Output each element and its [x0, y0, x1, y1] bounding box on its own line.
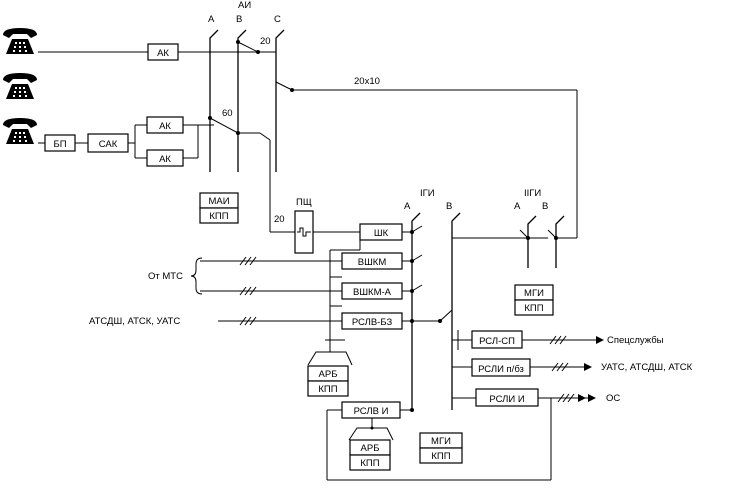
- label-num-20-psh: 20: [274, 214, 285, 225]
- label-iigi: IIГИ: [524, 188, 541, 199]
- label-num-20-top: 20: [260, 36, 271, 47]
- rslv-bz-box-label: РСЛВ-БЗ: [352, 317, 393, 328]
- pshch-block: [294, 210, 314, 254]
- arb-box-2: АРБ КПП: [349, 439, 391, 471]
- mai-box-label: МАИ: [208, 196, 229, 207]
- rslv-i-box-label: РСЛВ И: [354, 406, 389, 417]
- shk-box-label: ШК: [374, 228, 389, 239]
- rsl-sp-box: РСЛ-СП: [471, 330, 523, 349]
- label-ot-mts: От МТС: [148, 271, 183, 282]
- mgi-right-label: МГИ: [524, 288, 544, 299]
- rslv-bz-box: РСЛВ-БЗ: [341, 312, 403, 330]
- rsli-pbz-box: РСЛИ п/бз: [471, 358, 531, 377]
- arb-1-label: АРБ: [319, 369, 338, 380]
- arb-box-1: АРБ КПП: [307, 365, 349, 397]
- label-atsdsh: АТСДШ, АТСК, УАТС: [89, 316, 180, 327]
- ak-box-3-label: АК: [159, 154, 171, 165]
- ak-box-1-label: АК: [157, 48, 169, 59]
- label-iigi-b: В: [542, 201, 548, 212]
- vshkm-a-box-label: ВШКМ-А: [353, 287, 392, 298]
- kpp-mai-label: КПП: [209, 211, 228, 222]
- telephone-icon-1: [3, 28, 37, 54]
- sak-box-label: САК: [99, 139, 118, 150]
- mgi-box-bottom: МГИ КПП: [419, 432, 463, 464]
- bp-box-label: БП: [53, 139, 66, 150]
- mgi-box-right: МГИ КПП: [514, 284, 554, 316]
- mgi-bottom-label: МГИ: [431, 436, 451, 447]
- sak-box: САК: [87, 133, 129, 153]
- label-igi: IГИ: [420, 188, 435, 199]
- vshkm-a-box: ВШКМ-А: [341, 282, 403, 300]
- label-pshch: ПЩ: [296, 197, 312, 208]
- label-iigi-a: А: [514, 201, 521, 212]
- ak-box-2: АК: [146, 116, 184, 134]
- rsli-pbz-label: РСЛИ п/бз: [478, 364, 524, 375]
- ak-box-3: АК: [146, 149, 184, 167]
- label-igi-b: В: [446, 201, 452, 212]
- label-igi-a: А: [404, 201, 411, 212]
- label-spetssluzhby: Спецслужбы: [607, 335, 664, 346]
- label-num-60: 60: [222, 108, 233, 119]
- ak-box-2-label: АК: [159, 121, 171, 132]
- label-col-a: А: [208, 14, 215, 25]
- label-os: ОС: [606, 393, 620, 404]
- rsli-i-box: РСЛИ И: [475, 388, 539, 407]
- arb-2-label: АРБ: [361, 443, 380, 454]
- rsli-i-label: РСЛИ И: [489, 394, 524, 405]
- mai-box: МАИ КПП: [199, 192, 239, 224]
- rsl-sp-label: РСЛ-СП: [479, 336, 515, 347]
- telephone-icon-3: [3, 118, 37, 144]
- bp-box: БП: [44, 134, 76, 152]
- kpp-mgi-bottom-label: КПП: [431, 451, 450, 462]
- label-num-20x10: 20x10: [354, 76, 380, 87]
- rslv-i-box: РСЛВ И: [341, 401, 401, 419]
- label-ai: АИ: [238, 0, 251, 11]
- label-col-c: С: [274, 14, 281, 25]
- vshkm-box-label: ВШКМ: [358, 257, 387, 268]
- ak-box-1: АК: [147, 43, 179, 61]
- kpp-arb-2-label: КПП: [360, 458, 379, 469]
- telephone-icon-2: [3, 73, 37, 99]
- kpp-mgi-right-label: КПП: [524, 303, 543, 314]
- label-uats-out: УАТС, АТСДШ, АТСК: [601, 362, 693, 373]
- label-col-b: В: [236, 14, 242, 25]
- shk-box: ШК: [359, 223, 403, 241]
- vshkm-box: ВШКМ: [341, 252, 403, 270]
- kpp-arb-1-label: КПП: [318, 384, 337, 395]
